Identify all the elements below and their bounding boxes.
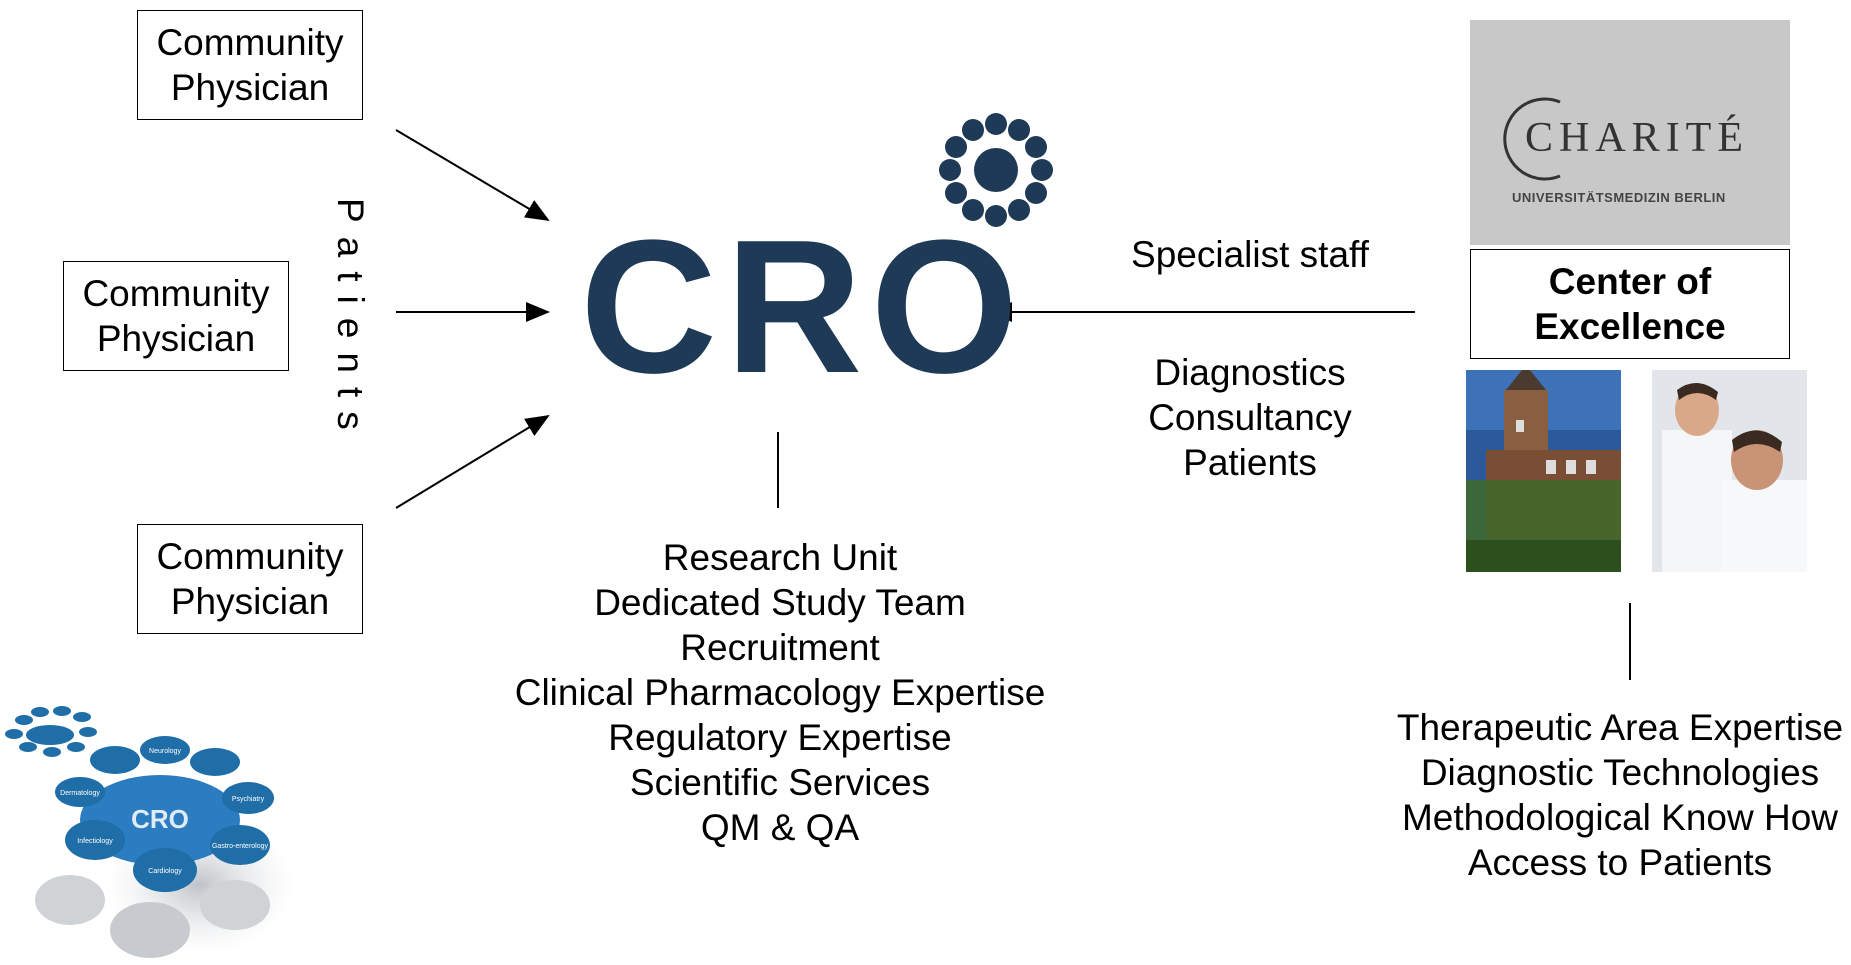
doctors-photo — [1652, 370, 1807, 572]
arrow-physician-bottom — [395, 414, 550, 509]
cro-capabilities-list: Research Unit Dedicated Study Team Recru… — [480, 535, 1080, 850]
network-node-label: Neurology — [149, 748, 181, 755]
coe-line1: Center of — [1548, 261, 1712, 302]
service-item: Diagnostics — [1154, 352, 1346, 393]
expertise-item: Therapeutic Area Expertise — [1396, 707, 1844, 748]
physician-label-line1: Community — [156, 22, 344, 63]
specialist-staff-label: Specialist staff — [1131, 234, 1369, 275]
capability-item: Scientific Services — [629, 762, 931, 803]
service-item: Patients — [1183, 442, 1317, 483]
main-network-icon: CRO Neurology Dermatology Infectiology C… — [55, 736, 274, 892]
expertise-item: Diagnostic Technologies — [1420, 752, 1820, 793]
physician-label-line1: Community — [156, 536, 344, 577]
charite-logo: CHARITÉ UNIVERSITÄTSMEDIZIN BERLIN — [1470, 20, 1790, 245]
network-center-label: CRO — [131, 804, 189, 834]
capability-item: Research Unit — [662, 537, 898, 578]
network-node-label: Psychiatry — [232, 796, 265, 803]
cro-logo: CRO — [580, 113, 1053, 400]
building-photo — [1466, 370, 1621, 572]
network-node-label: Dermatology — [60, 790, 100, 797]
expertise-item: Access to Patients — [1467, 842, 1773, 883]
capability-item: Clinical Pharmacology Expertise — [514, 672, 1046, 713]
physician-label-line2: Physician — [170, 581, 330, 622]
charite-expertise-list: Therapeutic Area Expertise Diagnostic Te… — [1390, 705, 1850, 885]
charite-name: CHARITÉ — [1525, 115, 1749, 161]
service-item: Consultancy — [1148, 397, 1352, 438]
patients-label: Patients — [330, 198, 371, 444]
physician-label-line2: Physician — [170, 67, 330, 108]
arrow-physician-top — [395, 129, 550, 222]
charite-services-list: Diagnostics Consultancy Patients — [1100, 350, 1400, 485]
capability-item: Regulatory Expertise — [608, 717, 952, 758]
capability-item: Dedicated Study Team — [594, 582, 966, 623]
physician-label-line2: Physician — [96, 318, 256, 359]
mini-network-icon — [5, 706, 97, 757]
cro-flower-icon — [939, 113, 1053, 227]
charite-c-icon — [1503, 97, 1561, 181]
cro-network-badge: CRO Neurology Dermatology Infectiology C… — [5, 706, 295, 958]
expertise-item: Methodological Know How — [1401, 797, 1838, 838]
coe-line2: Excellence — [1534, 306, 1726, 347]
charite-subtitle: UNIVERSITÄTSMEDIZIN BERLIN — [1512, 190, 1726, 205]
network-node-label: Cardiology — [148, 868, 182, 875]
network-node-label: Infectiology — [77, 838, 113, 845]
cro-logo-text: CRO — [580, 201, 1026, 400]
capability-item: Recruitment — [680, 627, 880, 668]
network-node-label: Gastro-enterology — [212, 843, 269, 850]
physician-label-line1: Community — [82, 273, 270, 314]
capability-item: QM & QA — [700, 807, 860, 848]
